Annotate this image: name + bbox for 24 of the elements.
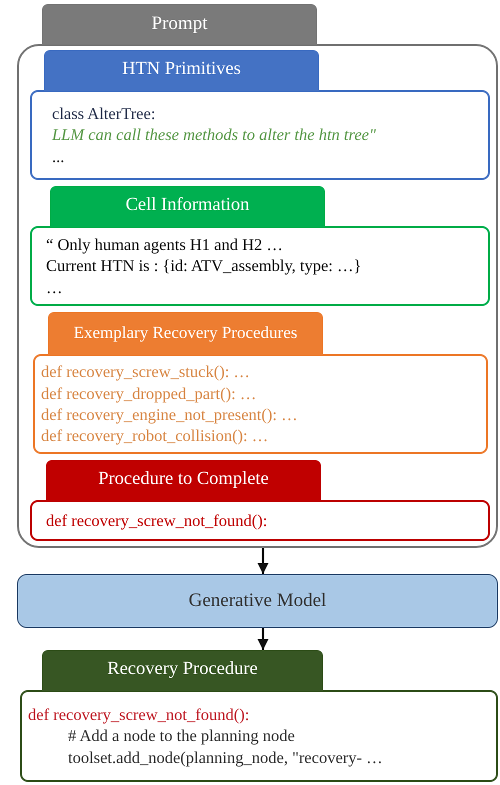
section-tab: Exemplary Recovery Procedures: [48, 312, 323, 354]
code-line: def recovery_engine_not_present(): …: [41, 404, 299, 426]
code-line: …: [46, 276, 64, 298]
code-line: toolset.add_node(planning_node, "recovery- …: [67, 746, 384, 768]
section-tab: HTN Primitives: [44, 50, 319, 90]
code-line: LLM can call these methods to alter the htn tree": [52, 124, 377, 146]
section-tab: Prompt: [42, 4, 317, 44]
code-line: “ Only human agents H1 and H2 …: [46, 234, 284, 256]
section-tab: Recovery Procedure: [42, 650, 323, 690]
model-box: [17, 574, 498, 628]
code-line: # Add a node to the planning node: [67, 725, 296, 747]
code-line: def recovery_dropped_part(): …: [41, 382, 258, 404]
section-tab: Procedure to Complete: [46, 460, 321, 500]
code-line: def recovery_robot_collision(): …: [41, 425, 270, 447]
arrow: [258, 548, 268, 574]
model-label: Generative Model: [188, 590, 326, 612]
arrow: [258, 628, 268, 650]
code-line: ...: [52, 146, 66, 168]
code-line: def recovery_screw_not_found():: [46, 510, 268, 532]
code-line: def recovery_screw_not_found():: [28, 704, 250, 726]
code-line: Current HTN is : {id: ATV_assembly, type: …}: [46, 255, 362, 277]
code-line: def recovery_screw_stuck(): …: [41, 361, 251, 383]
code-line: class AlterTree:: [52, 102, 156, 124]
section-tab: Cell Information: [50, 186, 325, 226]
